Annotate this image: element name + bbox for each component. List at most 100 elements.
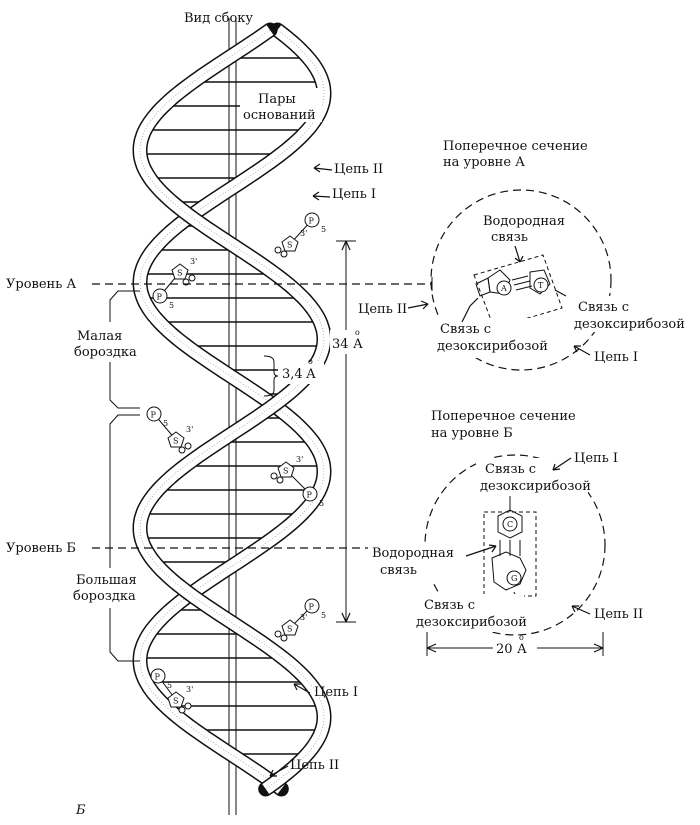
nucleotide-cluster: PS3'5 — [274, 598, 326, 642]
cross-section-b-link-top-line2: дезоксирибозой — [480, 479, 591, 494]
cross-section-b-title-line2: на уровне Б — [431, 426, 513, 441]
major-groove-label-line1: Большая — [76, 573, 137, 588]
phosphate-letter: P — [309, 217, 315, 226]
base-pairs-label-line2: оснований — [243, 108, 316, 123]
cross-section-b-link-bottom-line2: дезоксирибозой — [416, 615, 527, 630]
nucleotide-cluster: P S 3' 5 — [274, 212, 326, 258]
cross-section-a-hbond-line2: связь — [491, 230, 528, 245]
diameter-ring: о — [519, 633, 524, 642]
phosphate-circle — [150, 668, 166, 684]
sugar-letter: S — [287, 241, 292, 250]
pitch-dimension-unit: А — [353, 337, 363, 352]
prime-3-label: 3' — [300, 613, 307, 622]
cross-section-a-chain2-label: Цепь II — [358, 302, 407, 317]
major-groove-label-line2: бороздка — [73, 589, 136, 604]
cross-section-b-link-bottom-line1: Связь с — [424, 598, 475, 613]
nucleotide-cluster: PS3'5 — [152, 257, 197, 310]
sugar-ring — [167, 431, 185, 448]
base-pairs-label: Пары оснований — [240, 88, 322, 123]
sugar-letter: S — [283, 467, 288, 476]
minor-groove-label-line1: Малая — [77, 329, 122, 344]
base-a-letter: A — [500, 284, 507, 293]
base-g-letter: G — [511, 574, 517, 583]
cross-section-a-link-right-line1: Связь с — [578, 300, 629, 315]
chain2-bottom-callout: Цепь II — [269, 758, 339, 777]
pitch-dimension-value: 34 — [332, 337, 349, 352]
level-b-label: Уровень Б — [6, 541, 76, 556]
prime-5-label: 5 — [319, 499, 324, 508]
strand-hatching-1 — [139, 29, 325, 790]
cross-section-b-chain1-label: Цепь I — [574, 451, 618, 466]
base-c-letter: C — [507, 520, 513, 529]
chain2-top-label: Цепь II — [334, 162, 383, 177]
rise-dimension-value: 3,4 — [282, 367, 303, 382]
pitch-dimension: 34 А о — [330, 240, 364, 623]
phosphate-circle — [304, 212, 320, 228]
cross-section-a-link-left-line1: Связь с — [440, 322, 491, 337]
level-a-label: Уровень А — [6, 277, 76, 292]
cross-section-b-hbond-line2: связь — [380, 563, 417, 578]
phosphate-circle — [304, 598, 320, 614]
nucleotide-cluster: P S 3' 5 — [270, 455, 324, 508]
sugar-ring — [171, 263, 189, 280]
cross-section-b: Поперечное сечение на уровне Б Связь с д… — [368, 409, 643, 658]
cross-section-b-link-top-line1: Связь с — [485, 462, 536, 477]
nucleotide-cluster: P S 3' 5 — [150, 668, 193, 714]
base-pair-cg: C G — [483, 496, 537, 607]
prime-5-label: 5 — [321, 611, 326, 620]
nucleotide-cluster: P S 3' 5 — [146, 406, 193, 454]
side-view-title: Вид сбоку — [184, 11, 253, 26]
strand-hatching-2 — [139, 29, 325, 790]
phosphate-circle — [146, 406, 162, 422]
base-pairs-label-line1: Пары — [258, 92, 296, 107]
level-a-marker: Уровень А — [6, 277, 433, 292]
prime-5-label: 5 — [321, 225, 326, 234]
helix-strands — [132, 22, 332, 797]
minor-groove-label-line2: бороздка — [74, 345, 137, 360]
chain2-bottom-label: Цепь II — [290, 758, 339, 773]
chain2-top-callout: Цепь II — [313, 162, 383, 177]
phosphate-circle — [302, 486, 318, 502]
phosphate-letter: P — [309, 603, 315, 612]
cross-section-a-link-left-line2: дезоксирибозой — [437, 339, 548, 354]
cross-section-b-title-line1: Поперечное сечение — [431, 409, 576, 424]
chain1-bottom-callout: Цепь I — [293, 683, 358, 700]
diameter-unit: А — [517, 642, 527, 657]
chain1-bottom-label: Цепь I — [314, 685, 358, 700]
minor-groove-bracket: Малая бороздка — [70, 290, 150, 409]
prime-3-label: 3' — [300, 229, 307, 238]
major-groove-bracket: Большая бороздка — [66, 414, 150, 662]
rise-dimension-ring: о — [308, 357, 313, 366]
prime-5-label: 5 — [169, 301, 174, 310]
cross-section-a-hbond-line1: Водородная — [483, 214, 565, 229]
cross-section-b-chain2-label: Цепь II — [594, 607, 643, 622]
cross-section-a-chain1-label: Цепь I — [594, 350, 638, 365]
phosphate-letter: P — [307, 491, 313, 500]
cross-section-b-hbond-line1: Водородная — [372, 546, 454, 561]
prime-3-label: 3' — [186, 425, 193, 434]
rise-dimension: 3,4 А о — [263, 355, 324, 397]
sugar-letter: S — [173, 697, 178, 706]
sugar-letter: S — [173, 437, 178, 446]
phosphate-letter: P — [151, 411, 157, 420]
chain1-top-label: Цепь I — [332, 187, 376, 202]
helix-axis — [228, 18, 237, 815]
prime-5-label: 5 — [163, 419, 168, 428]
sugar-ring — [281, 619, 299, 636]
cross-section-a-link-right-line2: дезоксирибозой — [574, 317, 685, 332]
prime-3-label: 3' — [190, 257, 197, 266]
phosphate-letter: P — [155, 673, 161, 682]
base-t-letter: T — [538, 281, 544, 290]
prime-3-label: 3' — [186, 685, 193, 694]
diameter-value: 20 — [496, 642, 513, 657]
prime-5-label: 5 — [167, 681, 172, 690]
prime-3-label: 3' — [296, 455, 303, 464]
sugar-ring — [281, 235, 299, 252]
chain1-top-callout: Цепь I — [312, 187, 376, 202]
pitch-dimension-ring: о — [355, 328, 360, 337]
cross-section-a-title-line1: Поперечное сечение — [443, 139, 588, 154]
sugar-ring — [167, 691, 185, 708]
cross-section-a: Поперечное сечение на уровне А Водородна… — [356, 139, 690, 371]
base-pair-at: A T — [469, 254, 567, 329]
